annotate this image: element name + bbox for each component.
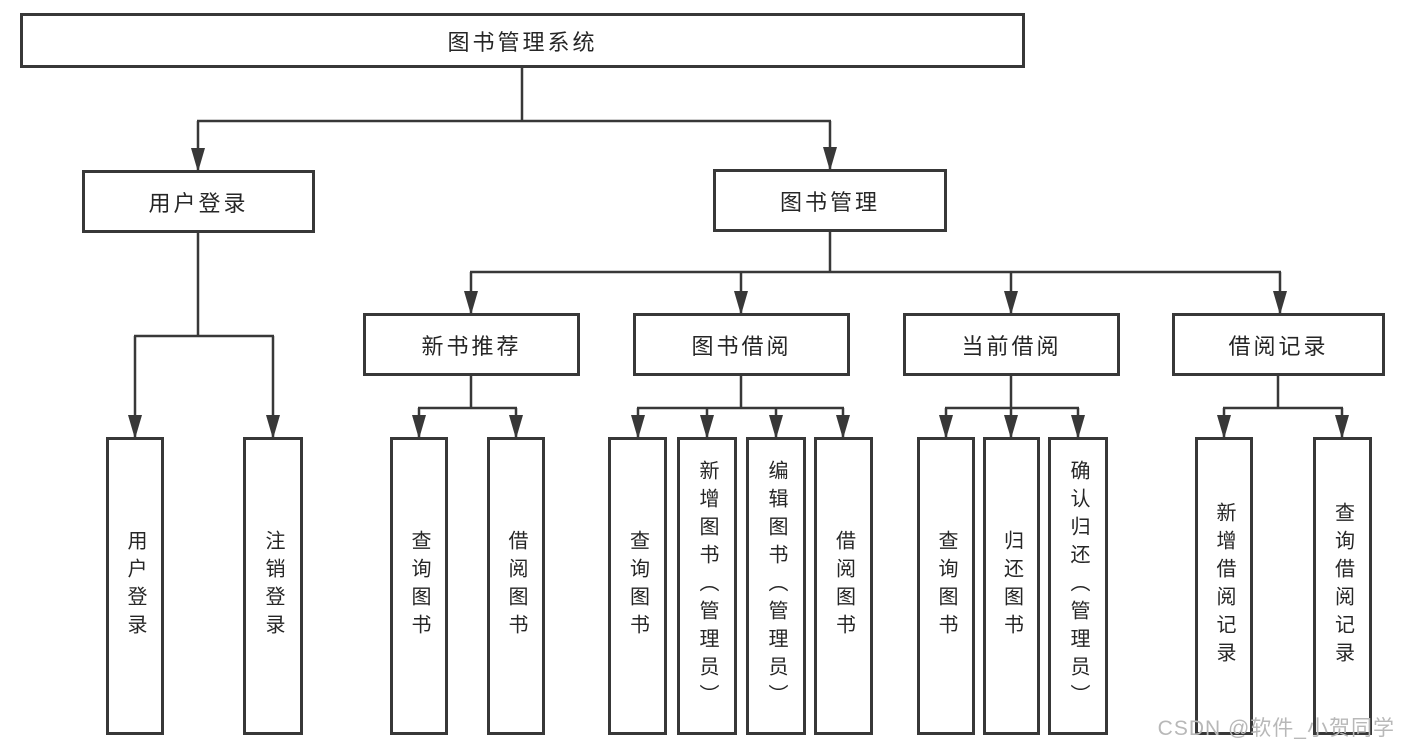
node-user-login-label: 用户登录: [148, 190, 249, 216]
node-book-borrow-label: 图书借阅: [691, 333, 792, 359]
leaf-return-books-label: 归还图书: [1000, 530, 1023, 642]
leaf-query-books-3: 查询图书: [917, 437, 975, 735]
leaf-borrow-books-2-label: 借阅图书: [832, 530, 855, 642]
node-borrow-records-label: 借阅记录: [1228, 333, 1329, 359]
leaf-add-books-admin: 新增图书（管理员）: [677, 437, 737, 735]
node-new-book-recommend-label: 新书推荐: [421, 333, 522, 359]
node-root: 图书管理系统: [20, 13, 1025, 68]
leaf-return-books: 归还图书: [983, 437, 1040, 735]
leaf-query-borrow-record-label: 查询借阅记录: [1331, 502, 1354, 670]
leaf-logout: 注销登录: [243, 437, 303, 735]
leaf-query-books-2: 查询图书: [608, 437, 667, 735]
csdn-watermark: CSDN @软件_小贺同学: [1157, 717, 1395, 740]
leaf-query-books-1-label: 查询图书: [408, 530, 430, 642]
leaf-confirm-return-admin-label: 确认归还（管理员）: [1067, 460, 1089, 712]
node-root-label: 图书管理系统: [447, 29, 598, 55]
leaf-confirm-return-admin: 确认归还（管理员）: [1048, 437, 1108, 735]
leaf-borrow-books-2: 借阅图书: [814, 437, 873, 735]
leaf-query-books-3-label: 查询图书: [935, 530, 957, 642]
node-book-borrow: 图书借阅: [633, 313, 850, 376]
leaf-query-books-2-label: 查询图书: [626, 530, 649, 642]
leaf-query-books-1: 查询图书: [390, 437, 448, 735]
leaf-borrow-books-1: 借阅图书: [487, 437, 545, 735]
node-user-login: 用户登录: [82, 170, 315, 233]
node-new-book-recommend: 新书推荐: [363, 313, 580, 376]
node-borrow-records: 借阅记录: [1172, 313, 1385, 376]
leaf-query-borrow-record: 查询借阅记录: [1313, 437, 1372, 735]
leaf-add-borrow-record: 新增借阅记录: [1195, 437, 1253, 735]
leaf-edit-books-admin: 编辑图书（管理员）: [746, 437, 806, 735]
leaf-user-login-label: 用户登录: [124, 530, 146, 642]
leaf-add-books-admin-label: 新增图书（管理员）: [696, 460, 718, 712]
node-current-borrow-label: 当前借阅: [961, 333, 1062, 359]
leaf-borrow-books-1-label: 借阅图书: [505, 530, 527, 642]
node-current-borrow: 当前借阅: [903, 313, 1120, 376]
arrowheads: [128, 147, 1349, 439]
leaf-edit-books-admin-label: 编辑图书（管理员）: [765, 460, 787, 712]
node-book-management-label: 图书管理: [779, 189, 880, 215]
leaf-add-borrow-record-label: 新增借阅记录: [1213, 502, 1235, 670]
leaf-user-login: 用户登录: [106, 437, 164, 735]
node-book-management: 图书管理: [713, 169, 947, 232]
leaf-logout-label: 注销登录: [262, 530, 284, 642]
